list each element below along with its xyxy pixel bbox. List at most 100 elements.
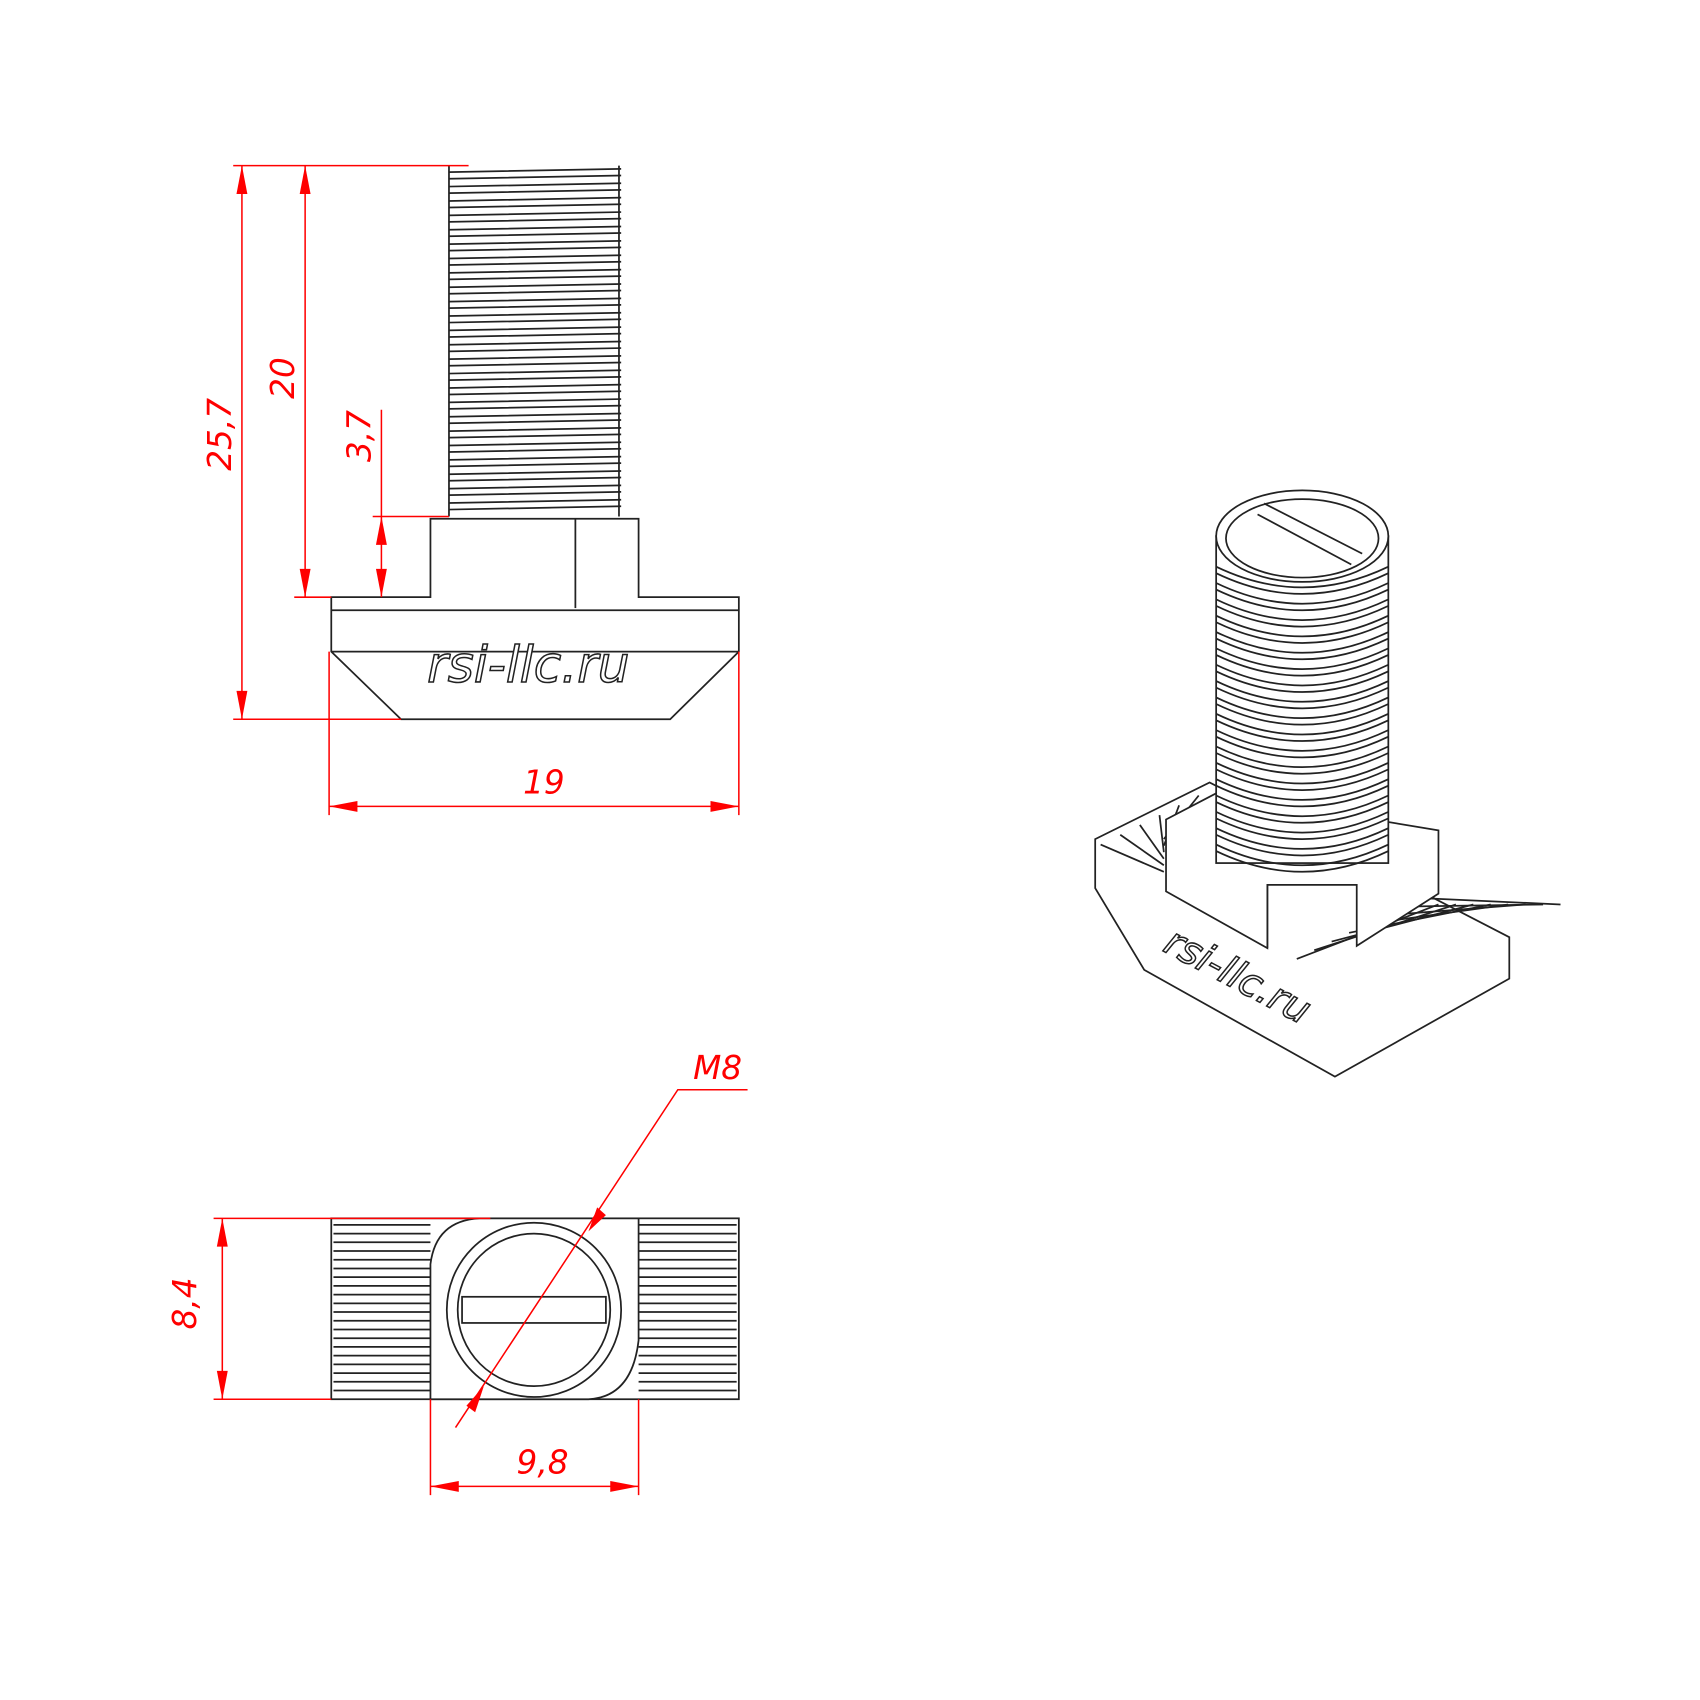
iso-thread-line — [1215, 735, 1389, 759]
iso-thread-line — [1215, 663, 1389, 687]
iso-thread-line — [1215, 680, 1389, 703]
thread-line — [448, 196, 622, 209]
thread-line — [448, 326, 622, 338]
dim-head-step: 3,7 — [341, 410, 379, 462]
thread-line — [448, 398, 622, 410]
thread-line — [448, 498, 622, 511]
dim-thread-length: 20 — [264, 357, 302, 399]
iso-thread-line — [1215, 637, 1389, 661]
arrowhead — [375, 568, 387, 598]
iso-rib-line — [1119, 834, 1165, 866]
thread-line — [448, 484, 622, 497]
top-dimensions: 8,4 9,8 M8 — [166, 1049, 748, 1496]
arrowhead — [430, 1480, 459, 1492]
iso-thread-line — [1215, 784, 1389, 808]
thread-line — [448, 211, 622, 223]
iso-bolt-end-inner — [1225, 498, 1380, 579]
iso-thread-line — [1215, 614, 1389, 638]
thread-line — [448, 297, 622, 310]
iso-thread-line — [1215, 647, 1389, 670]
top-view — [330, 1217, 740, 1401]
iso-screwdriver-slot — [1257, 502, 1363, 566]
thread-leader-line — [454, 1088, 748, 1428]
iso-thread-line — [1215, 794, 1389, 818]
iso-rib-line — [1100, 843, 1165, 873]
iso-thread-line — [1215, 572, 1389, 595]
dim-thickness: 8,4 — [166, 1278, 204, 1330]
thread-line — [448, 168, 622, 180]
isometric-view: rsi-llc.ru — [1094, 489, 1561, 1078]
iso-bolt-end-outer — [1215, 489, 1390, 583]
front-view: rsi-llc.ru — [330, 165, 740, 721]
iso-thread-line — [1215, 843, 1389, 867]
arrowhead — [375, 516, 387, 545]
dim-width: 19 — [523, 763, 565, 801]
thread-line — [448, 455, 622, 468]
iso-thread-line — [1215, 588, 1389, 612]
screwdriver-slot — [461, 1295, 607, 1324]
iso-thread-lines — [1215, 565, 1389, 873]
thread-line — [448, 441, 622, 453]
iso-thread-line — [1215, 745, 1389, 769]
iso-thread-line — [1215, 703, 1389, 726]
iso-rib-line — [1418, 897, 1561, 906]
dim-total-height: 25,7 — [201, 398, 239, 471]
iso-thread-line — [1215, 670, 1389, 693]
bolt-end-inner — [456, 1232, 612, 1388]
iso-thread-line — [1215, 811, 1389, 834]
thread-line — [448, 182, 622, 194]
thread-line — [448, 254, 622, 266]
front-logo-text: rsi-llc.ru — [427, 635, 629, 694]
iso-thread-line — [1215, 686, 1389, 710]
dim-neck-width: 9,8 — [517, 1443, 569, 1481]
iso-shank — [1215, 535, 1390, 864]
iso-thread-line — [1215, 827, 1389, 850]
iso-thread-line — [1215, 582, 1389, 605]
bolt-end-outer — [445, 1221, 623, 1398]
iso-thread-line — [1215, 719, 1389, 742]
thread-line — [448, 239, 622, 252]
arrowhead — [299, 568, 311, 598]
thread-line — [448, 283, 622, 295]
thread-line — [448, 412, 622, 425]
dim-thread-size: M8 — [693, 1049, 742, 1087]
iso-thread-line — [1215, 768, 1389, 791]
iso-thread-line — [1215, 778, 1389, 801]
iso-thread-line — [1215, 801, 1389, 824]
thread-line — [448, 383, 622, 396]
arrowhead — [216, 1218, 228, 1247]
iso-rib-line — [1158, 815, 1165, 853]
arrowhead — [466, 1386, 484, 1413]
arrowhead — [236, 690, 248, 720]
arrowhead — [610, 1480, 639, 1492]
thread-line — [448, 369, 622, 381]
iso-thread-line — [1215, 654, 1389, 677]
iso-thread-line — [1215, 621, 1389, 644]
thread-line — [448, 268, 622, 281]
iso-thread-line — [1215, 598, 1389, 621]
arrowhead — [329, 800, 358, 812]
iso-thread-line — [1215, 605, 1389, 628]
iso-rib-line — [1139, 824, 1165, 860]
arrowhead — [236, 165, 248, 194]
thread-line — [448, 426, 622, 439]
thread-line — [448, 225, 622, 238]
iso-thread-line — [1215, 850, 1389, 873]
iso-thread-line — [1215, 752, 1389, 775]
thread-line — [448, 355, 622, 367]
arrowhead — [299, 165, 311, 194]
iso-thread-line — [1215, 565, 1389, 589]
thread-line — [448, 340, 622, 353]
rib-lines — [333, 1224, 737, 1392]
iso-thread-line — [1215, 833, 1389, 857]
iso-thread-line — [1215, 729, 1389, 752]
iso-thread-line — [1215, 631, 1389, 654]
arrowhead — [588, 1207, 606, 1232]
iso-thread-line — [1215, 762, 1389, 785]
iso-thread-line — [1215, 712, 1389, 736]
arrowhead — [216, 1370, 228, 1400]
thread-line — [448, 311, 622, 324]
iso-thread-line — [1215, 696, 1389, 720]
